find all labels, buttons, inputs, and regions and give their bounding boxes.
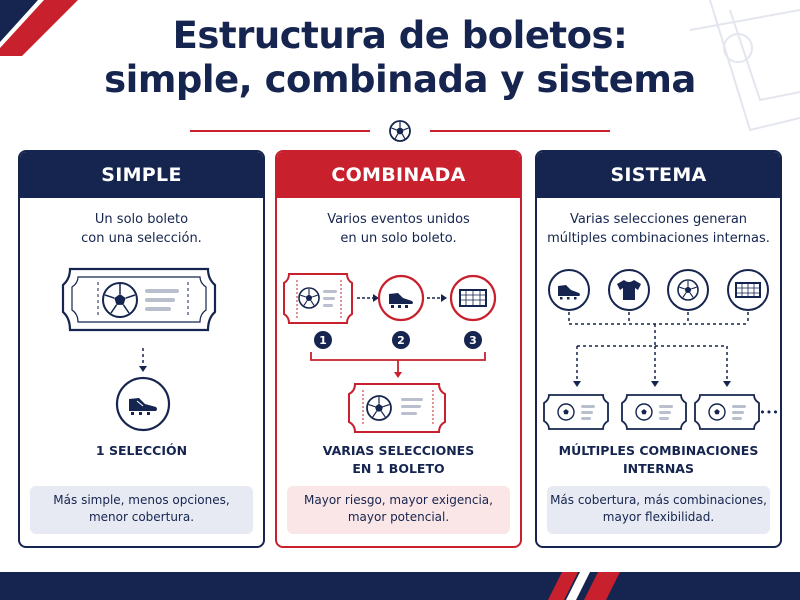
- soccer-ball-icon: [102, 282, 138, 318]
- simple-diagram: [61, 267, 217, 432]
- card-label-simple: 1 SELECCIÓN: [95, 443, 188, 458]
- card-description-combinada: Varios eventos unidos en un solo boleto.: [327, 212, 470, 246]
- svg-text:2: 2: [397, 334, 405, 347]
- soccer-ball-icon: [366, 395, 392, 421]
- card-description-sistema: Varias selecciones generan múltiples com…: [547, 212, 770, 246]
- card-description-simple: Un solo boleto con una selección.: [81, 212, 202, 246]
- field-lines-decoration: [690, 0, 800, 132]
- page-title: Estructura de boletos: simple, combinada…: [0, 14, 800, 102]
- soccer-goal-icon: [459, 289, 487, 307]
- soccer-ball-icon: [677, 279, 699, 301]
- combination-ticket-3: [694, 394, 760, 430]
- combined-ticket-icon: [348, 383, 446, 433]
- soccer-cleat-icon: [558, 285, 580, 300]
- more-combinations-marker: •••: [759, 406, 778, 419]
- ticket-icon: [61, 267, 217, 332]
- step-marker-2: 2: [392, 331, 410, 349]
- svg-text:3: 3: [469, 334, 477, 347]
- page-title-line-1: Estructura de boletos:: [172, 14, 628, 57]
- card-header-combinada: COMBINADA: [277, 152, 520, 198]
- card-header-sistema: SISTEMA: [537, 152, 780, 198]
- step-marker-3: 3: [464, 331, 482, 349]
- soccer-ball-icon: [298, 287, 320, 309]
- summary-box-sistema: Más cobertura, más combinaciones, mayor …: [547, 486, 770, 534]
- summary-box-combinada: Mayor riesgo, mayor exigencia, mayor pot…: [287, 486, 510, 534]
- summary-box-simple: Más simple, menos opciones, menor cobert…: [30, 486, 253, 534]
- card-label-combinada: VARIAS SELECCIONES EN 1 BOLETO: [322, 443, 475, 476]
- title-divider: [190, 120, 610, 142]
- page-title-line-2: simple, combinada y sistema: [104, 58, 696, 101]
- card-label-sistema: MÚLTIPLES COMBINACIONES INTERNAS: [558, 443, 759, 476]
- jersey-icon: [617, 280, 641, 300]
- combination-ticket-1: [543, 394, 609, 430]
- sistema-diagram: •••: [543, 269, 779, 430]
- soccer-goal-icon: [735, 282, 761, 298]
- combinada-diagram: 1 2 3: [283, 273, 497, 433]
- card-header-simple: SIMPLE: [20, 152, 263, 198]
- card-combinada: COMBINADA Varios eventos unidos en un so…: [275, 150, 522, 548]
- card-simple: SIMPLE Un solo boleto con una selección.: [18, 150, 265, 548]
- bottom-band-decoration: [0, 572, 800, 600]
- card-sistema: SISTEMA Varias selecciones generan múlti…: [535, 150, 782, 548]
- top-left-stripes-decoration: [0, 0, 78, 56]
- soccer-ball-icon: [389, 120, 411, 142]
- svg-text:1: 1: [319, 334, 327, 347]
- step-marker-1: 1: [314, 331, 332, 349]
- soccer-cleat-icon: [129, 398, 157, 415]
- soccer-cleat-icon: [389, 293, 413, 308]
- combination-ticket-2: [621, 394, 687, 430]
